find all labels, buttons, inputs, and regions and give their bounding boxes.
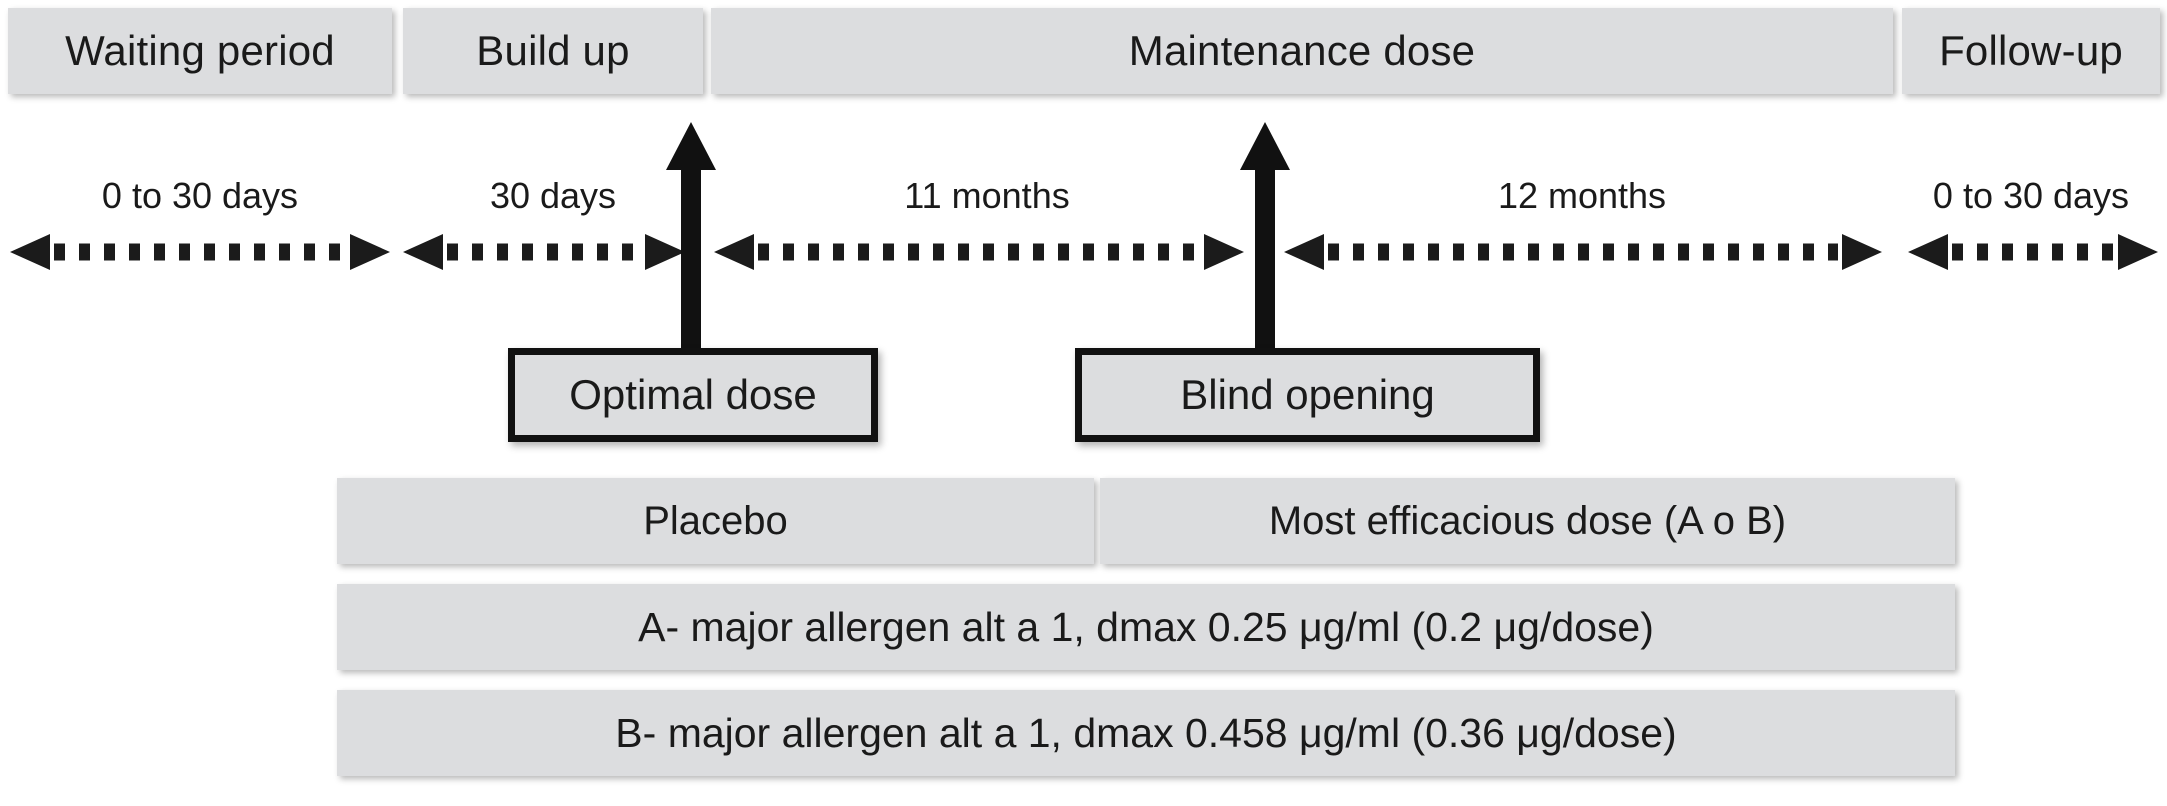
phase-label: Build up — [476, 27, 630, 74]
duration-arrow-followup — [1908, 230, 2158, 274]
arm-cell-dose-a: A- major allergen alt a 1, dmax 0.25 μg/… — [337, 584, 1955, 670]
phase-label: Follow-up — [1939, 27, 2123, 74]
duration-arrow-waiting — [10, 230, 390, 274]
phase-follow-up: Follow-up — [1902, 8, 2160, 94]
blind-opening-pointer-arrow — [1236, 122, 1294, 362]
phase-build-up: Build up — [403, 8, 703, 94]
phase-maintenance-dose: Maintenance dose — [711, 8, 1893, 94]
duration-arrow-11-months — [714, 230, 1244, 274]
arm-label: Most efficacious dose (A o B) — [1268, 499, 1787, 543]
optimal-dose-pointer-arrow — [662, 122, 720, 362]
arm-label: A- major allergen alt a 1, dmax 0.25 μg/… — [638, 603, 1654, 650]
event-label: Optimal dose — [569, 371, 817, 418]
phase-label: Maintenance dose — [1128, 27, 1476, 74]
arm-label: B- major allergen alt a 1, dmax 0.458 μg… — [615, 709, 1677, 756]
arm-label: Placebo — [643, 499, 788, 543]
duration-arrow-buildup — [403, 230, 685, 274]
duration-label-11-months: 11 months — [904, 175, 1070, 216]
duration-label-12-months: 12 months — [1497, 175, 1667, 216]
arm-cell-dose-b: B- major allergen alt a 1, dmax 0.458 μg… — [337, 690, 1955, 776]
event-label: Blind opening — [1180, 371, 1435, 418]
event-box-blind-opening: Blind opening — [1075, 348, 1540, 442]
duration-arrow-12-months — [1284, 230, 1882, 274]
arm-cell-most-efficacious-dose: Most efficacious dose (A o B) — [1100, 478, 1955, 564]
duration-label-buildup: 30 days — [489, 175, 617, 216]
duration-label-waiting: 0 to 30 days — [101, 175, 299, 216]
event-box-optimal-dose: Optimal dose — [508, 348, 878, 442]
arm-cell-placebo: Placebo — [337, 478, 1094, 564]
phase-waiting-period: Waiting period — [8, 8, 392, 94]
duration-label-followup: 0 to 30 days — [1932, 175, 2130, 216]
phase-label: Waiting period — [65, 27, 335, 74]
